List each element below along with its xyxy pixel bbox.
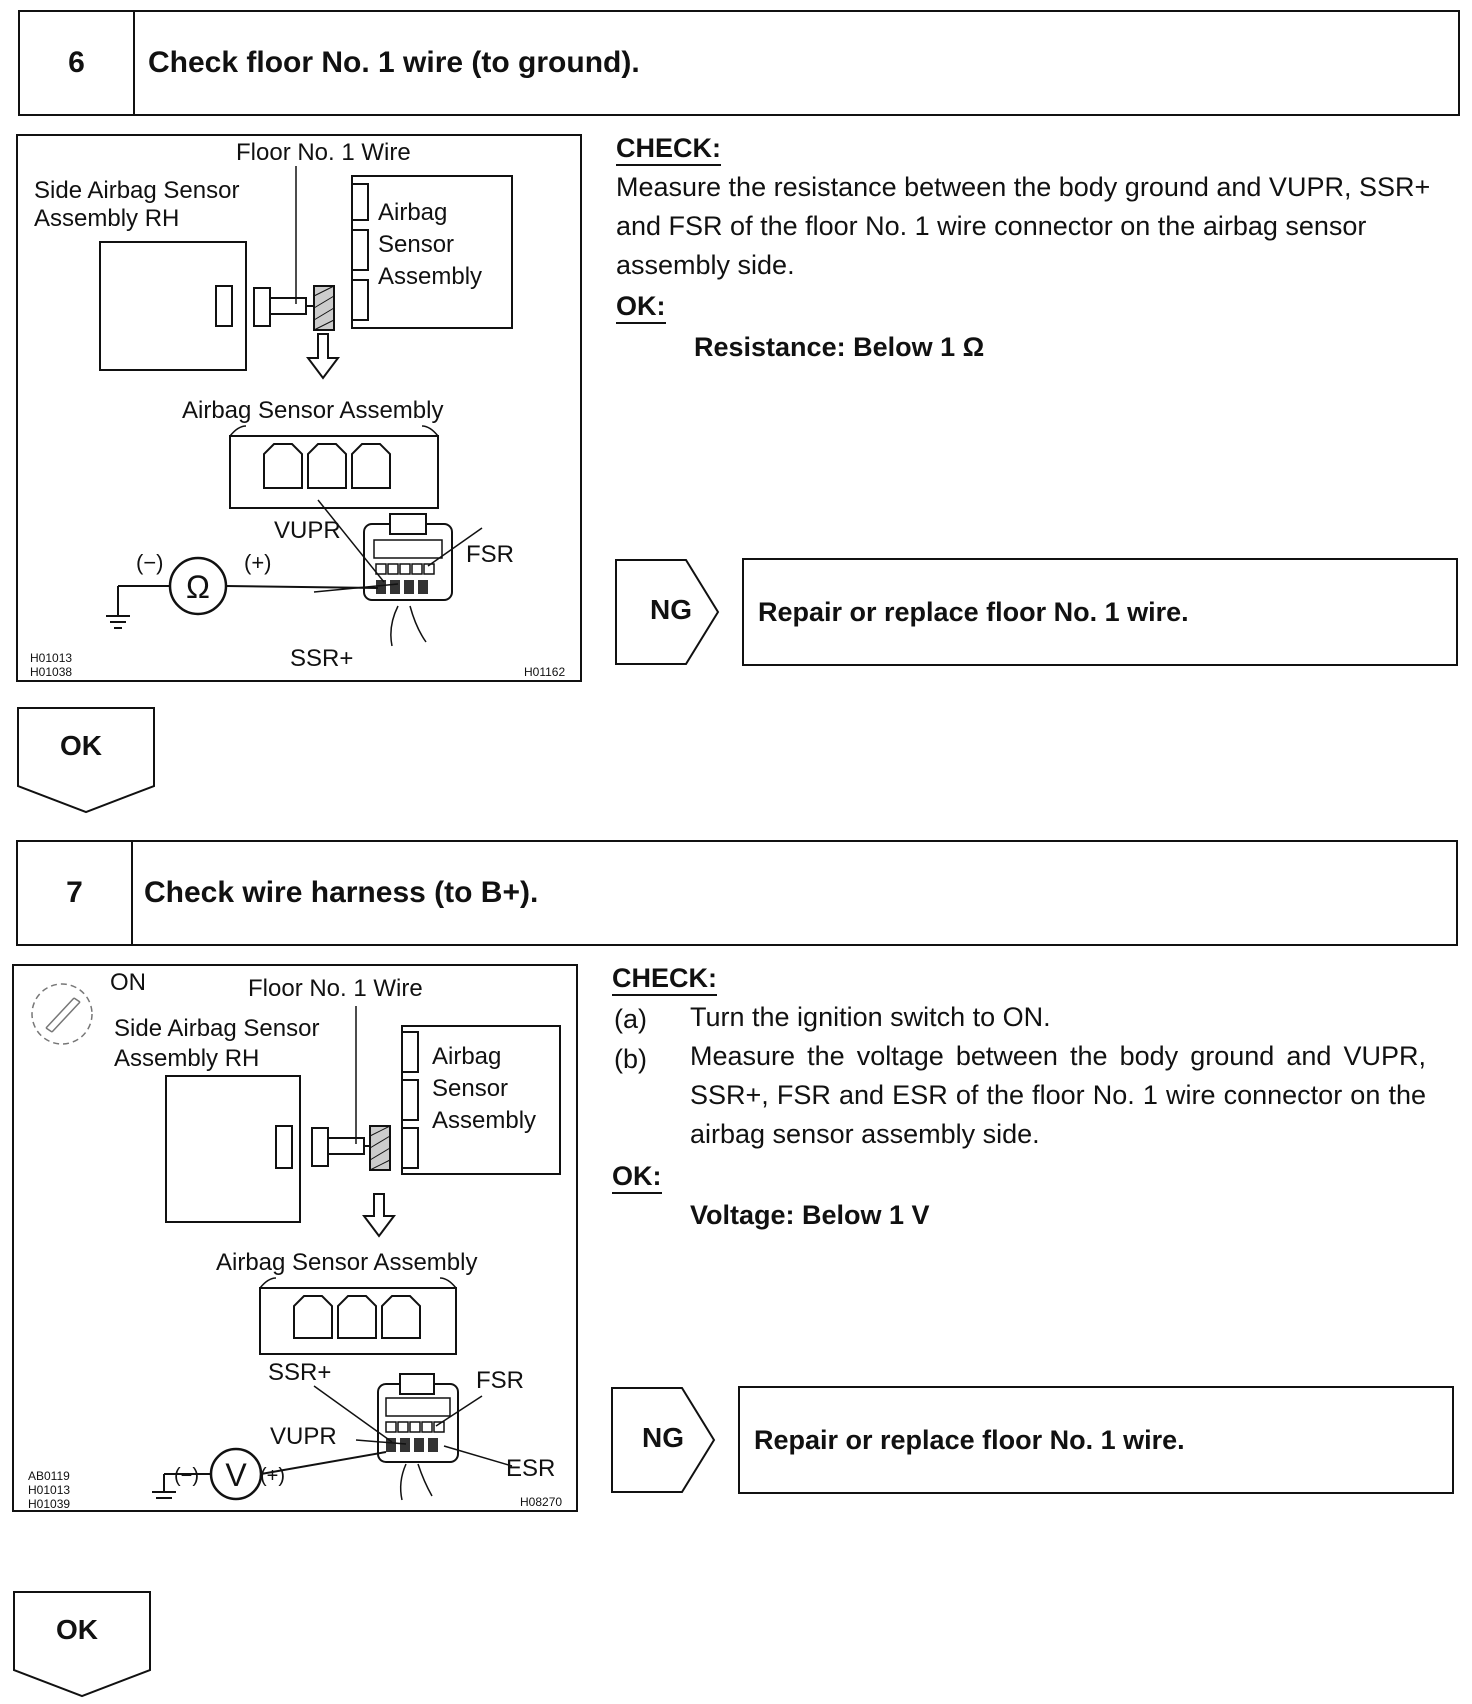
list-item-mark: (b) [614, 1044, 647, 1074]
ng-label: NG [650, 594, 692, 625]
figure-code: H01039 [28, 1497, 70, 1511]
label-plus: (+) [260, 1465, 285, 1487]
ng-action-box: Repair or replace floor No. 1 wire. [742, 558, 1458, 666]
step-7-header: 7 Check wire harness (to B+). [16, 840, 1458, 946]
label-side-sensor-line1: Side Airbag Sensor [34, 177, 239, 204]
step-title: Check wire harness (to B+). [144, 876, 539, 909]
ok-spec: Resistance: Below 1 Ω [694, 332, 985, 362]
check-heading: CHECK: [616, 132, 721, 166]
list-item-mark: (a) [614, 1004, 647, 1034]
label-esr: ESR [506, 1455, 555, 1482]
label-airbag-assembly: Airbag Sensor Assembly [216, 1249, 477, 1276]
figure-code: H01013 [28, 1483, 70, 1497]
label-on: ON [110, 969, 146, 996]
meter-symbol: Ω [186, 569, 210, 605]
figure-code: H01162 [524, 665, 565, 679]
ok-tab [17, 707, 155, 814]
figure-code: H01013 [30, 651, 72, 665]
label-airbag-line1: Airbag [378, 199, 447, 226]
figure-code: AB0119 [28, 1469, 70, 1483]
label-minus: (−) [174, 1465, 199, 1487]
ok-label: OK [60, 730, 102, 761]
ng-action-box: Repair or replace floor No. 1 wire. [738, 1386, 1454, 1494]
label-plus: (+) [244, 550, 272, 575]
label-minus: (−) [136, 550, 164, 575]
label-fsr: FSR [466, 541, 514, 568]
check-heading: CHECK: [612, 962, 717, 996]
step-6-diagram: Floor No. 1 Wire Side Airbag Sensor Asse… [16, 134, 582, 682]
ng-tab [611, 1387, 716, 1493]
meter-symbol: V [225, 1457, 247, 1493]
ok-spec: Voltage: Below 1 V [690, 1200, 930, 1230]
ok-tab [13, 1591, 151, 1698]
label-side-sensor-line2: Assembly RH [34, 205, 179, 232]
label-floor-wire: Floor No. 1 Wire [248, 975, 423, 1002]
step-title: Check floor No. 1 wire (to ground). [148, 46, 640, 79]
label-airbag-line3: Assembly [378, 263, 482, 290]
label-side-sensor-line1: Side Airbag Sensor [114, 1015, 319, 1042]
list-item-text: Measure the voltage between the body gro… [690, 1041, 1426, 1149]
step-number: 7 [18, 842, 133, 944]
step-7-diagram: ON Floor No. 1 Wire Side Airbag Sensor A… [12, 964, 578, 1512]
ok-heading: OK: [612, 1160, 662, 1194]
label-airbag-line1: Airbag [432, 1043, 501, 1070]
label-ssr: SSR+ [290, 645, 353, 672]
list-item-text: Turn the ignition switch to ON. [690, 1002, 1051, 1032]
label-floor-wire: Floor No. 1 Wire [236, 139, 411, 166]
step-number: 6 [20, 12, 135, 114]
ok-label: OK [56, 1614, 98, 1645]
label-ssr: SSR+ [268, 1359, 331, 1386]
ok-heading: OK: [616, 290, 666, 324]
label-vupr: VUPR [270, 1423, 337, 1450]
label-airbag-line2: Sensor [432, 1075, 508, 1102]
figure-code: H08270 [520, 1495, 562, 1509]
check-text: Measure the resistance between the body … [616, 172, 1431, 280]
step-6-header: 6 Check floor No. 1 wire (to ground). [18, 10, 1460, 116]
label-side-sensor-line2: Assembly RH [114, 1045, 259, 1072]
label-airbag-line3: Assembly [432, 1107, 536, 1134]
ng-tab [615, 559, 720, 665]
label-airbag-line2: Sensor [378, 231, 454, 258]
label-vupr: VUPR [274, 517, 341, 544]
figure-code: H01038 [30, 665, 72, 679]
ng-label: NG [642, 1422, 684, 1453]
ignition-key-icon [31, 983, 93, 1045]
label-fsr: FSR [476, 1367, 524, 1394]
label-airbag-assembly: Airbag Sensor Assembly [182, 397, 443, 424]
